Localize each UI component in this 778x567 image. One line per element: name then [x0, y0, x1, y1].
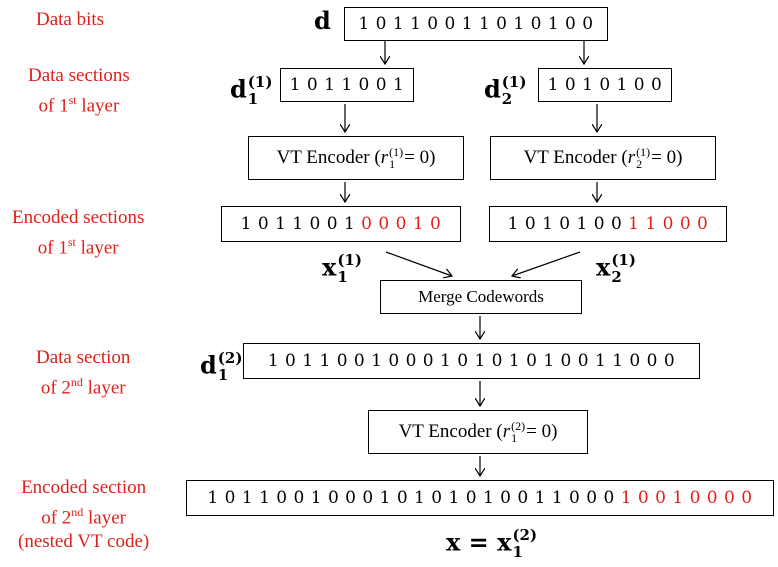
- encoded-section-l2-box: 1 0 1 1 0 0 1 0 0 0 1 0 1 0 1 0 1 0 0 1 …: [186, 480, 774, 516]
- encoded-section-1-box: 1 0 1 1 0 0 1 0 0 0 1 0: [221, 206, 461, 242]
- label-data-section-l2: Data section of 2nd layer: [36, 347, 131, 399]
- data-section-2-box: 1 0 1 0 1 0 0: [538, 68, 672, 102]
- symbol-final-x: x = x(2)1: [446, 526, 538, 561]
- label-encoded-sections-l1: Encoded sections of 1st layer: [12, 207, 145, 259]
- symbol-d2-l1: d(1)2: [484, 73, 527, 108]
- data-section-1-box: 1 0 1 1 0 0 1: [280, 68, 414, 102]
- vt-encoder-3-box: VT Encoder (r(2)1 = 0): [368, 410, 588, 454]
- label-data-sections-l1: Data sections of 1st layer: [28, 65, 130, 117]
- vt-encoder-2-box: VT Encoder (r(1)2 = 0): [490, 136, 716, 180]
- symbol-d1-l2: d(2)1: [200, 349, 243, 384]
- label-data-bits: Data bits: [36, 9, 105, 30]
- merge-codewords-box: Merge Codewords: [380, 280, 582, 314]
- symbol-x2-l1: x(1)2: [596, 251, 636, 286]
- symbol-d1-l1: d(1)1: [230, 73, 273, 108]
- vt-encoder-1-box: VT Encoder (r(1)1 = 0): [248, 136, 464, 180]
- arrow-x2-to-merge: [512, 251, 581, 276]
- symbol-x1-l1: x(1)1: [322, 251, 362, 286]
- encoded-section-2-box: 1 0 1 0 1 0 0 1 1 0 0 0: [489, 206, 727, 242]
- symbol-d: d: [314, 6, 331, 35]
- data-bits-box: 1 0 1 1 0 0 1 1 0 1 0 1 0 0: [344, 7, 608, 41]
- data-section-l2-box: 1 0 1 1 0 0 1 0 0 0 1 0 1 0 1 0 1 0 0 1 …: [243, 343, 700, 379]
- arrow-x1-to-merge: [385, 251, 452, 276]
- label-encoded-section-l2: Encoded section of 2nd layer (nested VT …: [18, 477, 150, 553]
